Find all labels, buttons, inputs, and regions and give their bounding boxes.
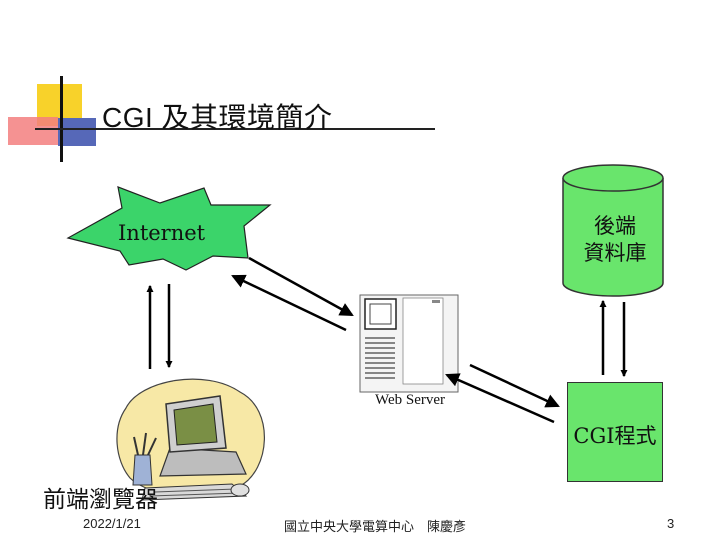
arrow-webserver-to-cgi (445, 363, 560, 424)
cgi-program-label: CGI程式 (573, 424, 657, 448)
web-server-label: Web Server (374, 392, 445, 408)
computer-clipart-icon (116, 378, 265, 501)
database-label: 後端 資料庫 (562, 213, 668, 267)
footer-organization: 國立中央大學電算中心 陳慶彥 (284, 519, 467, 534)
database-label-line2: 資料庫 (583, 241, 647, 265)
slide-title: CGI 及其環境簡介 (102, 102, 333, 133)
browser-label: 前端瀏覽器 (43, 487, 158, 513)
cgi-program-box (567, 382, 663, 482)
internet-burst-icon (66, 186, 272, 271)
footer-page-number: 3 (667, 516, 675, 531)
title-deco-red-square (8, 117, 58, 145)
internet-label: Internet (118, 221, 206, 245)
title-deco-vertical-line (60, 76, 63, 162)
web-server-document-icon (359, 294, 459, 393)
title-deco-blue-square (58, 118, 96, 146)
title-underline (35, 128, 435, 130)
arrow-browser-to-internet (146, 284, 173, 369)
database-label-line1: 後端 (594, 214, 636, 238)
database-cylinder-icon (562, 164, 664, 297)
footer-date: 2022/1/21 (83, 516, 141, 531)
arrow-internet-to-webserver (231, 256, 354, 332)
arrow-cgi-to-database (599, 299, 628, 378)
